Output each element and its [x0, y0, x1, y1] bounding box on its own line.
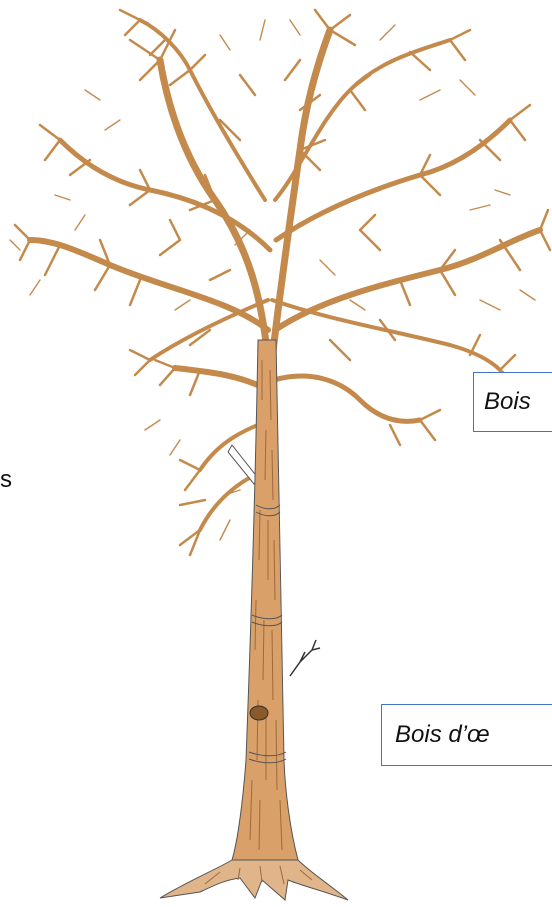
label-upper-wood: Bois: [484, 388, 531, 415]
label-heartwood: Bois d’œ: [395, 721, 490, 748]
trunk-bud: [250, 706, 268, 720]
root-collar: [160, 860, 348, 900]
tree-trunk: [232, 340, 298, 860]
branch-stub: [228, 445, 258, 484]
cut-off-text-letter: s: [0, 466, 12, 494]
label-box-upper-wood: Bois: [473, 372, 552, 432]
tree-crown: [10, 10, 550, 555]
label-box-heartwood: Bois d’œ: [381, 704, 552, 766]
epicormic-shoot: [290, 640, 320, 676]
